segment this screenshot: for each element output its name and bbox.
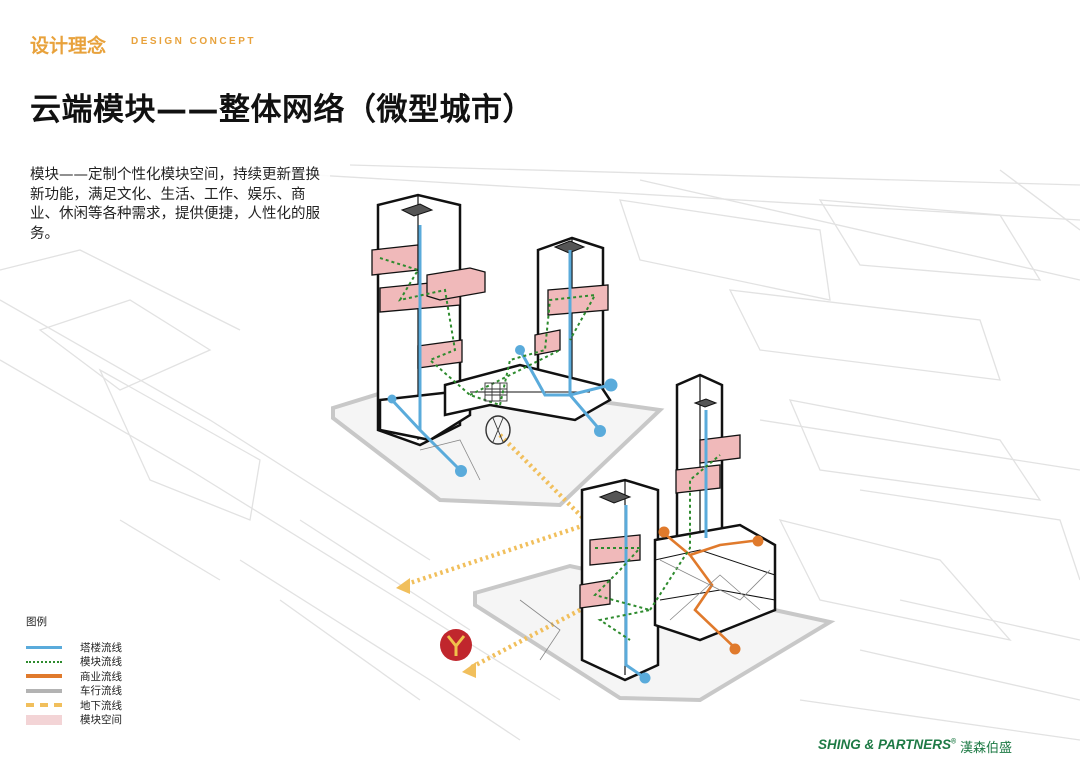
underground-flow-lines (403, 433, 592, 670)
brand-name-cn: 漢森伯盛 (960, 741, 1013, 756)
tower-flow-nodes (387, 345, 651, 684)
podium-south (653, 523, 777, 642)
legend-swatch-vehicle-flow (26, 684, 62, 698)
legend-item-module-flow: 模块流线 (26, 655, 122, 670)
legend-label-underground-flow: 地下流线 (80, 699, 122, 712)
legend-title: 图例 (26, 616, 47, 628)
legend-item-vehicle-flow: 车行流线 (26, 684, 122, 699)
underground-arrowheads (396, 578, 476, 678)
legend-swatch-module-space (26, 713, 62, 727)
brand-logo: SHING & PARTNERS® (818, 737, 956, 752)
metro-logo-icon (440, 629, 472, 661)
legend-label-commercial-flow: 商业流线 (80, 670, 122, 683)
legend-label-module-space: 模块空间 (80, 714, 122, 727)
legend-item-commercial-flow: 商业流线 (26, 669, 122, 684)
legend-item-module-space: 模块空间 (26, 713, 122, 728)
header-title-cn: 设计理念 (30, 35, 107, 57)
module-flow-lines (379, 257, 721, 641)
header-title-en: DESIGN CONCEPT (131, 36, 257, 47)
module-spaces (371, 244, 741, 609)
legend-swatch-commercial-flow (26, 669, 62, 683)
legend-label-module-flow: 模块流线 (80, 656, 122, 669)
legend: 塔楼流线 模块流线 商业流线 车行流线 地下流线 模块空间 (26, 640, 122, 727)
commercial-flow-lines (659, 529, 761, 649)
podium-roof-detail (419, 439, 771, 661)
legend-label-tower-flow: 塔楼流线 (80, 641, 122, 654)
brand-name: SHING & PARTNERS (818, 737, 952, 752)
commercial-flow-nodes (658, 526, 764, 655)
page-title: 云端模块——整体网络（微型城市） (30, 92, 534, 128)
plaza-detail (484, 382, 511, 445)
legend-item-underground-flow: 地下流线 (26, 698, 122, 713)
concept-description: 模块——定制个性化模块空间，持续更新置换新功能，满足文化、生活、工作、娱乐、商业… (30, 166, 330, 244)
legend-label-vehicle-flow: 车行流线 (80, 685, 122, 698)
tower-south-west (580, 478, 660, 682)
brand-mark: ® (951, 738, 957, 746)
legend-swatch-underground-flow (26, 698, 62, 712)
street-grid (0, 164, 1080, 741)
legend-swatch-tower-flow (26, 640, 62, 654)
legend-item-tower-flow: 塔楼流线 (26, 640, 122, 655)
legend-swatch-module-flow (26, 655, 62, 669)
roof-cores (400, 203, 718, 504)
